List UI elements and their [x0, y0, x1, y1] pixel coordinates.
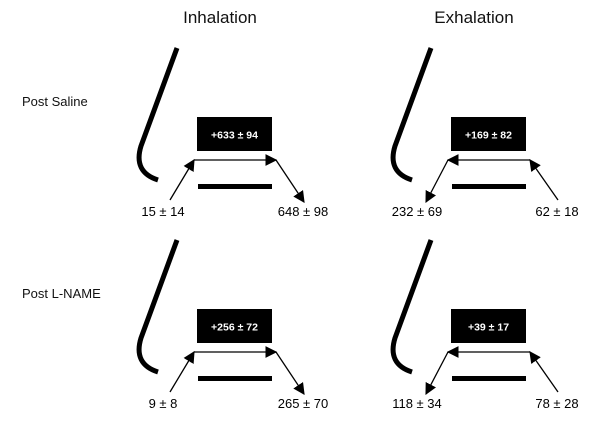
left-value: 118 ± 34 [392, 396, 442, 411]
nose-profile [390, 47, 434, 183]
flow-box [451, 309, 526, 343]
nose-profile [390, 239, 434, 375]
flow-box [197, 309, 272, 343]
arrow-out [425, 351, 449, 396]
right-value: 62 ± 18 [535, 204, 578, 219]
arrow-in [169, 158, 195, 201]
flow-box-value: +256 ± 72 [211, 322, 258, 334]
arrow-out [275, 159, 305, 203]
right-value: 265 ± 70 [278, 396, 329, 411]
baseline-bar [198, 184, 272, 189]
panel-1: +169 ± 82 232 ± 69 62 ± 18 [390, 47, 579, 219]
flow-box-value: +39 ± 17 [468, 322, 509, 334]
arrow-in [169, 350, 195, 393]
baseline-bar [452, 376, 526, 381]
panel-3: +39 ± 17 118 ± 34 78 ± 28 [390, 239, 579, 411]
arrow-out [425, 159, 449, 204]
arrow-in [529, 159, 559, 201]
arrow-in [529, 351, 559, 393]
baseline-bar [198, 376, 272, 381]
nose-profile [136, 47, 180, 183]
flow-box-value: +633 ± 94 [211, 130, 258, 142]
flow-box-value: +169 ± 82 [465, 130, 512, 142]
flow-box [197, 117, 272, 151]
panel-0: +633 ± 94 15 ± 14 648 ± 98 [136, 47, 329, 219]
column-header-inhalation: Inhalation [183, 8, 257, 27]
row-label-post-lname: Post L-NAME [22, 286, 101, 301]
column-header-exhalation: Exhalation [434, 8, 514, 27]
left-value: 232 ± 69 [392, 204, 443, 219]
panel-2: +256 ± 72 9 ± 8 265 ± 70 [136, 239, 329, 411]
nose-profile [136, 239, 180, 375]
left-value: 15 ± 14 [141, 204, 184, 219]
right-value: 78 ± 28 [535, 396, 578, 411]
row-label-post-saline: Post Saline [22, 94, 88, 109]
right-value: 648 ± 98 [278, 204, 329, 219]
left-value: 9 ± 8 [149, 396, 178, 411]
flow-box [451, 117, 526, 151]
arrow-out [275, 351, 305, 395]
baseline-bar [452, 184, 526, 189]
